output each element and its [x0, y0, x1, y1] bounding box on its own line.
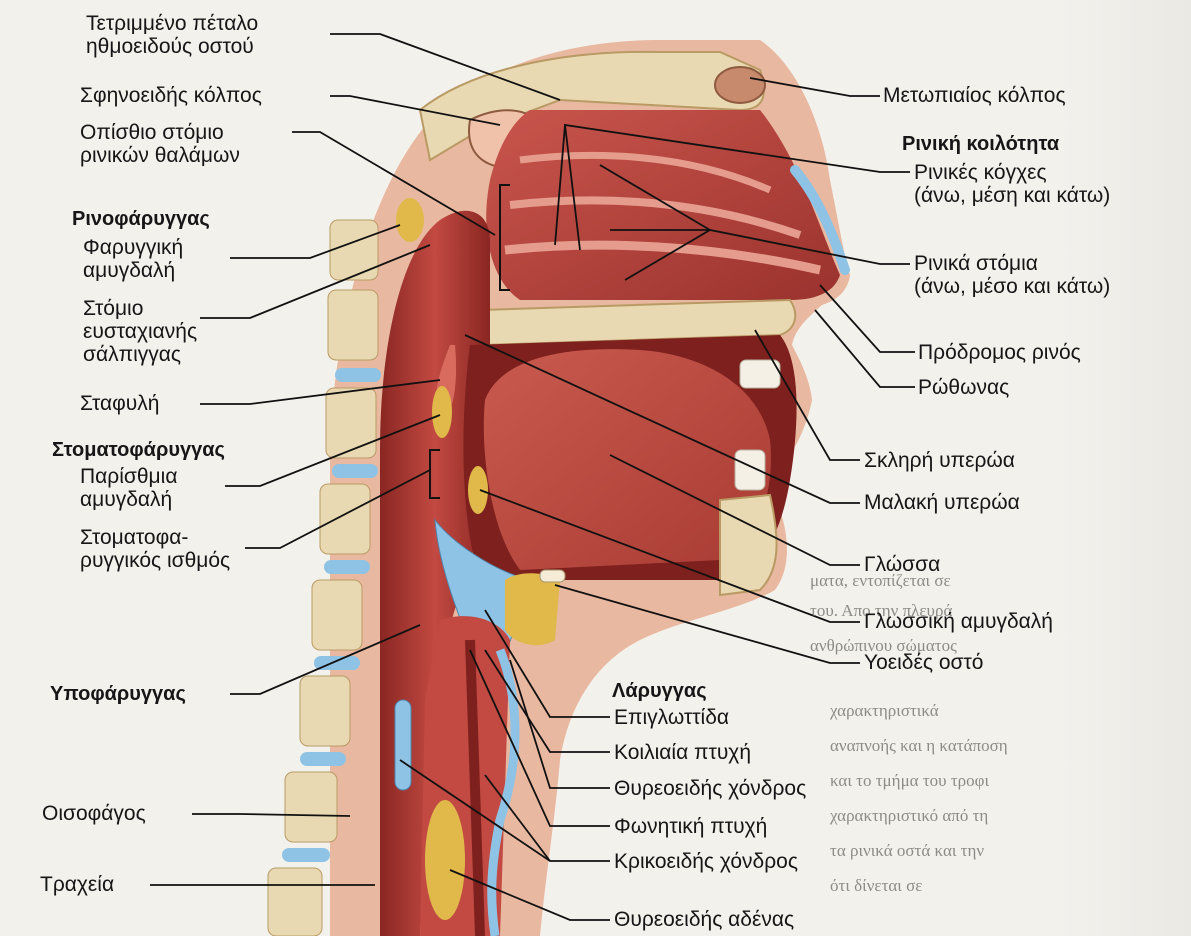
- label-nasal-meatuses: Ρινικά στόμια (άνω, μέσο και κάτω): [914, 252, 1110, 298]
- label-soft-palate: Μαλακή υπερώα: [864, 491, 1020, 514]
- lower-teeth: [735, 450, 765, 490]
- background-text-7: χαρακτηριστικό από τη: [830, 805, 988, 827]
- background-text-9: ότι δίνεται σε: [830, 875, 922, 897]
- frontal-sinus-shape: [715, 67, 765, 103]
- label-esophagus: Οισοφάγος: [42, 802, 146, 825]
- mandible-shape: [720, 495, 777, 595]
- label-nostril: Ρώθωνας: [918, 376, 1009, 399]
- label-hard-palate: Σκληρή υπερώα: [864, 449, 1015, 472]
- label-eustachian-opening: Στόμιο ευσταχιανής σάλπιγγας: [83, 297, 197, 366]
- label-nasal-vestibule: Πρόδρομος ρινός: [918, 341, 1081, 364]
- background-text-8: τα ρινικά οστά και την: [830, 840, 984, 862]
- label-palatine-tonsil: Παρίσθμια αμυγδαλή: [80, 465, 177, 511]
- hyoid-fat: [505, 573, 560, 645]
- background-text-4: χαρακτηριστικά: [830, 700, 939, 722]
- label-thyroid-cartilage: Θυρεοειδής χόνδρος: [614, 777, 806, 800]
- label-pharyngeal-tonsil: Φαρυγγική αμυγδαλή: [83, 236, 183, 282]
- background-text-5: αναπνοής και η κατάποση: [830, 735, 1008, 757]
- page-edge-shadow: [1060, 0, 1191, 936]
- cricoid-shape: [395, 700, 411, 790]
- header-nasal-cavity: Ρινική κοιλότητα: [902, 133, 1059, 156]
- lingual-tonsil-shape: [468, 466, 488, 514]
- background-text-6: και το τμήμα του τροφι: [830, 770, 989, 792]
- label-tongue: Γλώσσα: [864, 553, 940, 576]
- label-ethmoid-plate: Τετριμμένο πέταλο ηθμοειδούς οστού: [86, 12, 258, 58]
- label-fauces: Στοματοφα- ρυγγικός ισθμός: [80, 526, 230, 572]
- label-lingual-tonsil: Γλωσσική αμυγδαλή: [864, 610, 1053, 633]
- label-cricoid-cartilage: Κρικοειδής χόνδρος: [614, 850, 798, 873]
- label-trachea: Τραχεία: [40, 873, 114, 896]
- thyroid-gland-shape: [425, 800, 465, 920]
- label-epiglottis: Επιγλωττίδα: [614, 706, 729, 729]
- hyoid-bone-shape: [540, 570, 565, 582]
- header-nasopharynx: Ρινοφάρυγγας: [72, 208, 210, 231]
- label-choanae: Οπίσθιο στόμιο ρινικών θαλάμων: [80, 121, 240, 167]
- label-thyroid-gland: Θυρεοειδής αδένας: [614, 908, 794, 931]
- header-larynx: Λάρυγγας: [612, 680, 707, 703]
- label-hyoid-bone: Υοειδές οστό: [864, 651, 983, 674]
- label-nasal-conchae: Ρινικές κόγχες (άνω, μέση και κάτω): [914, 161, 1110, 207]
- label-vocal-fold: Φωνητική πτυχή: [614, 815, 767, 838]
- header-hypopharynx: Υποφάρυγγας: [50, 683, 186, 706]
- label-ventricular-fold: Κοιλιαία πτυχή: [614, 741, 751, 764]
- pharyngeal-tonsil-shape: [396, 198, 424, 242]
- label-frontal-sinus: Μετωπιαίος κόλπος: [883, 84, 1066, 107]
- label-sphenoid-sinus: Σφηνοειδής κόλπος: [80, 84, 262, 107]
- header-oropharynx: Στοματοφάρυγγας: [52, 439, 225, 462]
- palatine-tonsil-shape: [432, 386, 452, 438]
- label-uvula: Σταφυλή: [80, 392, 159, 415]
